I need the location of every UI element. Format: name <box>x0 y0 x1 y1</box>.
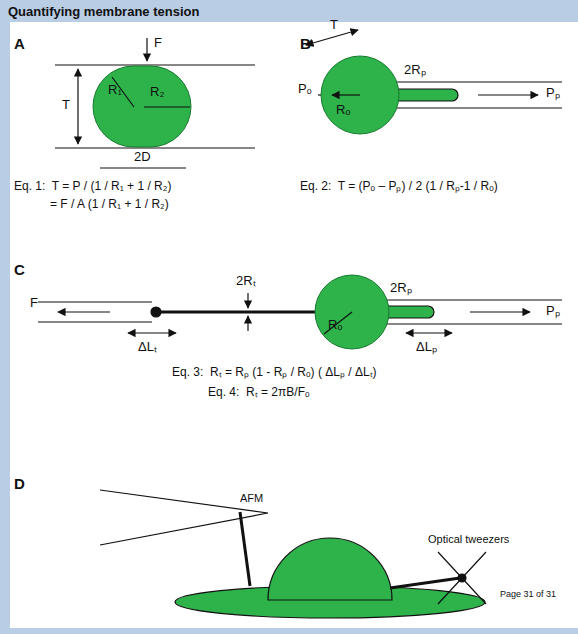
dimension-label: ΔLₚ <box>416 340 437 354</box>
pressure-label: Pₒ <box>298 82 312 96</box>
radius-label: Rₒ <box>336 103 350 117</box>
tension-label: T <box>330 18 338 32</box>
equation: Eq. 2: T = (Pₒ – Pₚ) / 2 (1 / Rₚ-1 / Rₒ) <box>300 180 498 193</box>
dimension-label: ΔLₜ <box>138 340 157 354</box>
shape-outline <box>92 65 192 148</box>
dimension-label: 2Rₜ <box>236 274 256 288</box>
instrument-label: Optical tweezers <box>428 533 509 545</box>
shape-outline <box>314 274 390 350</box>
equation: = F / A (1 / R₁ + 1 / R₂) <box>50 198 169 211</box>
shape-outline <box>320 55 400 135</box>
membrane-cell: R₁ R₂ <box>92 65 192 148</box>
radius-label: R₂ <box>150 85 164 99</box>
figure-title: Quantifying membrane tension <box>8 4 199 19</box>
dimension-label: 2D <box>134 150 151 164</box>
panel-letter: C <box>14 262 25 279</box>
panel-letter: B <box>300 36 311 53</box>
vesicle-circle: Rₒ <box>320 55 400 135</box>
pressure-label: Pₚ <box>546 86 560 100</box>
pressure-label: Pₚ <box>546 304 560 318</box>
radius-label: R₁ <box>108 83 122 97</box>
page-number: Page 31 of 31 <box>500 590 556 600</box>
radius-label: Rₒ <box>328 318 342 332</box>
tension-label: T <box>62 98 70 112</box>
vesicle-circle: Rₒ <box>314 274 390 350</box>
equation: Eq. 3: Rₜ = Rₚ (1 - Rₚ / Rₒ) ( ΔLₚ / ΔLₜ… <box>172 366 377 379</box>
dimension-label: 2Rₚ <box>404 63 426 77</box>
equation: Eq. 4: Rₜ = 2πB/Fₒ <box>208 386 310 399</box>
panel-letter: D <box>14 476 25 493</box>
force-label: F <box>154 36 162 50</box>
dimension-label: 2Rₚ <box>390 281 412 295</box>
instrument-label: AFM <box>240 492 263 504</box>
force-label: F <box>30 296 38 310</box>
equation: Eq. 1: T = P / (1 / R₁ + 1 / R₂) <box>14 180 171 193</box>
panel-letter: A <box>14 36 25 53</box>
